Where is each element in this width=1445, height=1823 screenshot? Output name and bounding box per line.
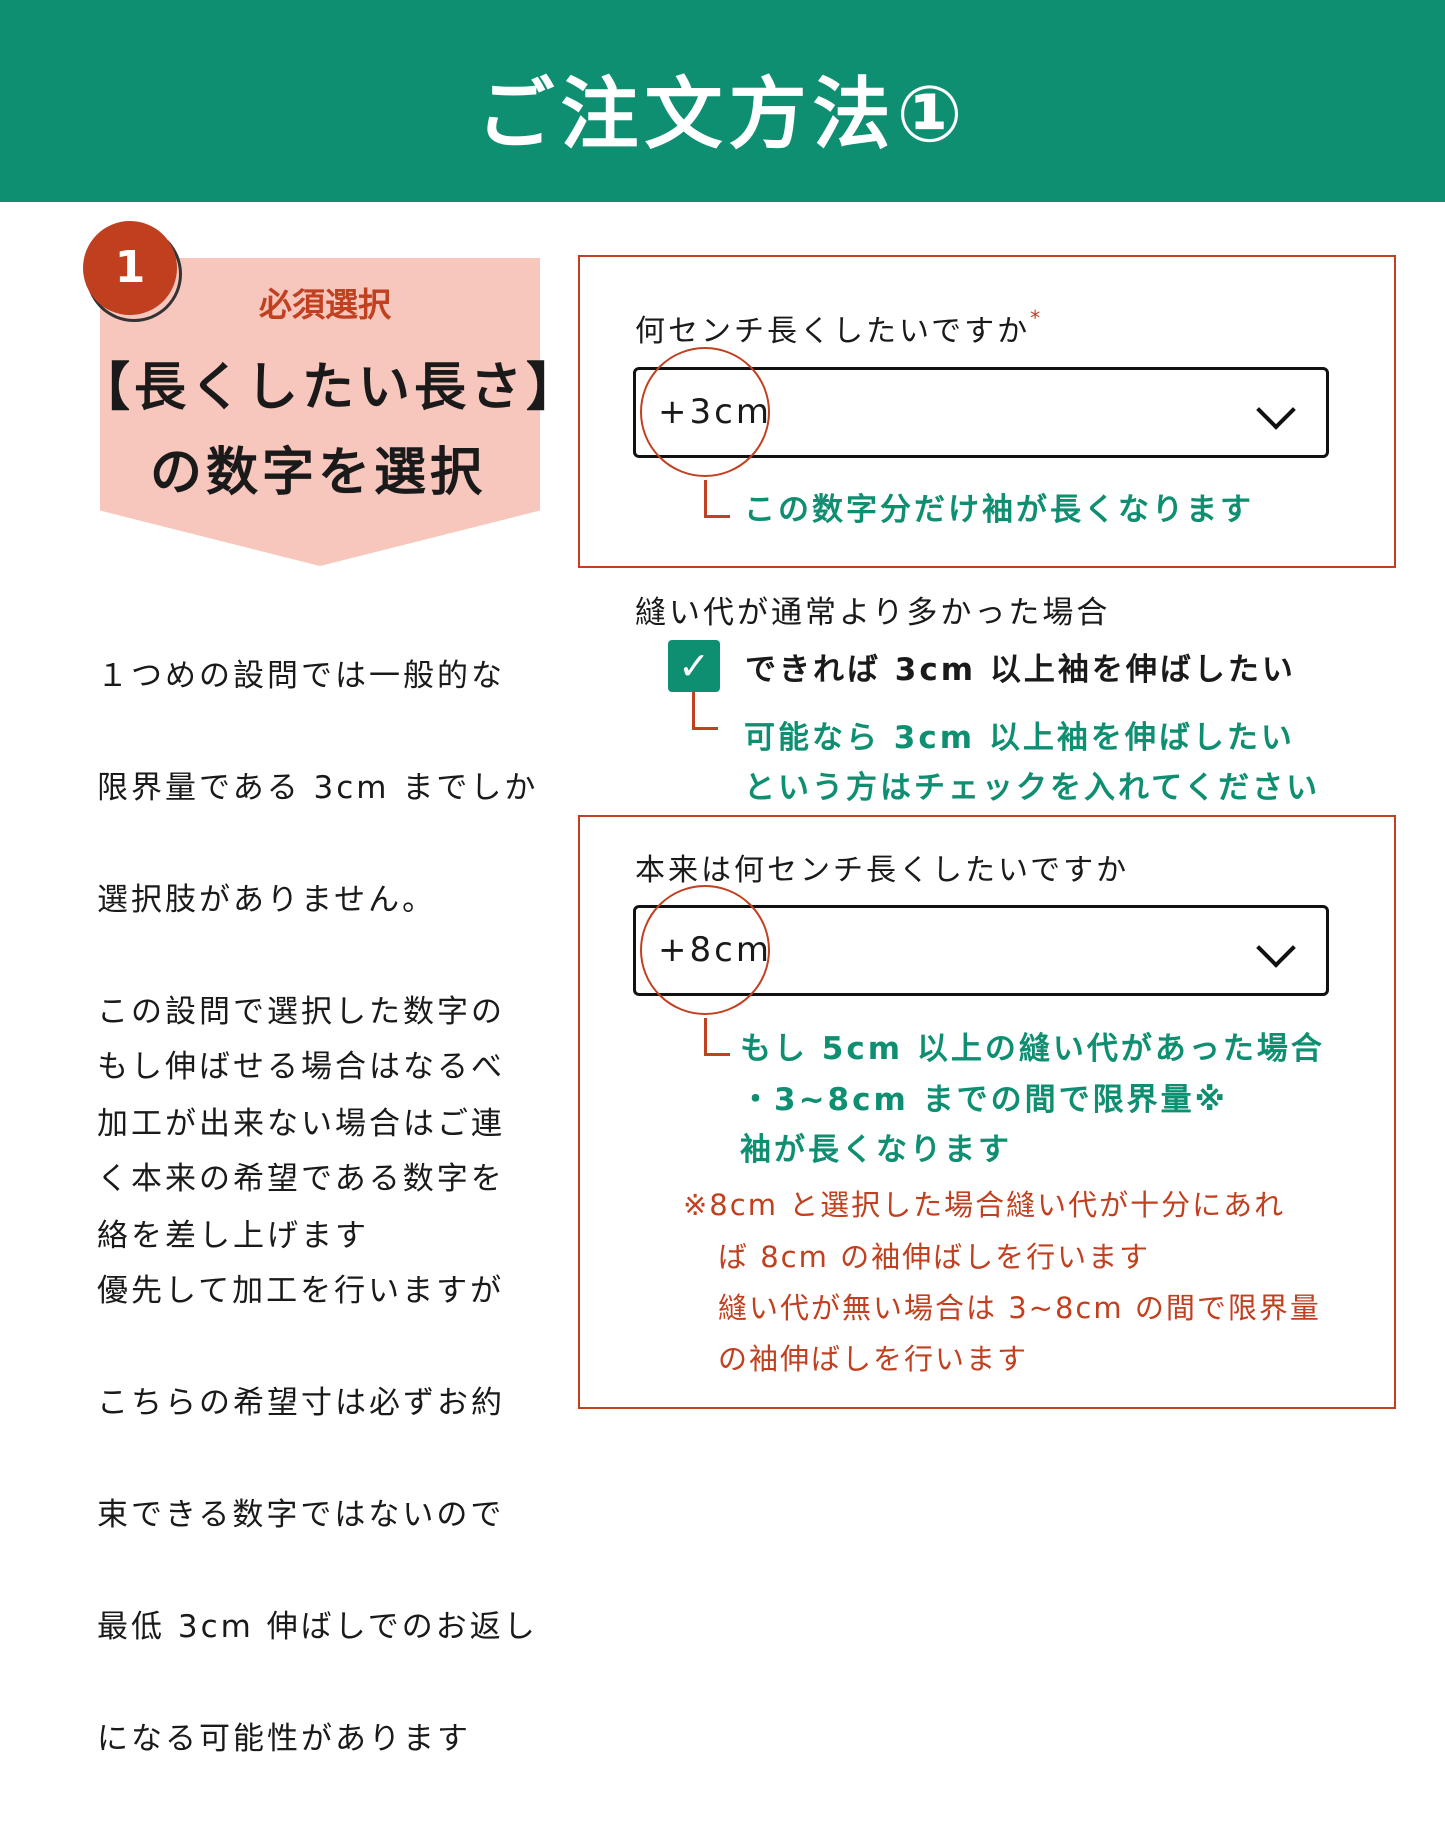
question2-note-line3: 袖が長くなります <box>740 1132 1012 1168</box>
step-title-line1: 【長くしたい長さ】 <box>78 358 583 418</box>
text-line: 限界量である 3cm までしか <box>97 770 539 806</box>
step-title-line2: の数字を選択 <box>149 443 486 503</box>
text-line: もし伸ばせる場合はなるべ <box>97 1049 505 1085</box>
description-para1: １つめの設問では一般的な 限界量である 3cm までしか 選択肢がありません。 … <box>97 592 538 1320</box>
text-line: こちらの希望寸は必ずお約 <box>97 1385 505 1421</box>
footnote-line1: ※8cm と選択した場合縫い代が十分にあれ <box>683 1188 1286 1222</box>
step-number-badge: 1 <box>83 221 177 315</box>
option-label: 縫い代が通常より多かった場合 <box>635 595 1111 631</box>
connector-line <box>704 480 730 518</box>
question1-note: この数字分だけ袖が長くなります <box>744 492 1254 528</box>
label-text: 何センチ長くしたいですか <box>635 314 1031 349</box>
option-note-line2: という方はチェックを入れてください <box>744 770 1321 806</box>
checkbox[interactable]: ✓ <box>668 640 720 692</box>
text-line: になる可能性があります <box>97 1721 471 1757</box>
chevron-down-icon <box>1256 390 1296 430</box>
header-banner <box>0 0 1445 202</box>
question1-label: 何センチ長くしたいですか* <box>635 306 1043 350</box>
required-label: 必須選択 <box>259 285 391 324</box>
required-asterisk: * <box>1030 306 1044 330</box>
text-line: 最低 3cm 伸ばしでのお返し <box>97 1609 538 1645</box>
page-title: ご注文方法① <box>476 70 969 160</box>
text-line: この設問で選択した数字の <box>97 994 505 1030</box>
question2-label: 本来は何センチ長くしたいですか <box>635 853 1130 888</box>
text-line: 加工が出来ない場合はご連 <box>97 1106 505 1142</box>
footnote-line2: ば 8cm の袖伸ばしを行います <box>718 1240 1151 1274</box>
text-line: く本来の希望である数字を <box>97 1161 505 1197</box>
footnote-line4: の袖伸ばしを行います <box>718 1342 1029 1376</box>
question2-note-line2: ・3~8cm までの間で限界量※ <box>740 1082 1228 1118</box>
checkbox-label[interactable]: できれば 3cm 以上袖を伸ばしたい <box>745 652 1296 688</box>
question1-box <box>578 255 1396 568</box>
description-para2: もし伸ばせる場合はなるべ く本来の希望である数字を 優先して加工を行いますが こ… <box>97 983 538 1823</box>
step-arrow-banner <box>100 258 540 566</box>
highlight-circle <box>640 885 770 1015</box>
connector-line <box>692 692 718 730</box>
text-line: 選択肢がありません。 <box>97 882 437 918</box>
text-line: 優先して加工を行いますが <box>97 1273 505 1309</box>
option-note-line1: 可能なら 3cm 以上袖を伸ばしたい <box>744 720 1295 756</box>
text-line: 絡を差し上げます <box>97 1218 369 1254</box>
chevron-down-icon <box>1256 928 1296 968</box>
question2-box <box>578 815 1396 1409</box>
question2-note-line1: もし 5cm 以上の縫い代があった場合 <box>740 1031 1325 1067</box>
text-line: 束できる数字ではないので <box>97 1497 505 1533</box>
footnote-line3: 縫い代が無い場合は 3~8cm の間で限界量 <box>718 1291 1321 1325</box>
text-line: １つめの設問では一般的な <box>97 658 505 694</box>
highlight-circle <box>640 347 770 477</box>
connector-line <box>704 1018 730 1056</box>
